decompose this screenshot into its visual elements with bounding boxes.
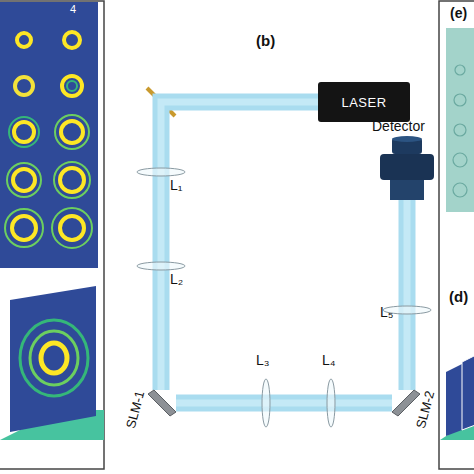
lens bbox=[137, 262, 185, 270]
plane-rings bbox=[20, 320, 88, 396]
beam-core bbox=[176, 400, 392, 407]
laser-source: LASER bbox=[318, 82, 410, 122]
beam-core bbox=[404, 200, 411, 390]
panel-frame bbox=[439, 1, 474, 469]
mode-plane bbox=[462, 354, 474, 430]
lens-label: L₂ bbox=[170, 271, 183, 287]
laser-beam bbox=[399, 200, 416, 390]
lens bbox=[327, 379, 335, 427]
panel-label: (d) bbox=[449, 289, 468, 305]
lens-label: L₅ bbox=[380, 304, 393, 320]
detector-shape bbox=[378, 118, 436, 200]
ring-modes bbox=[5, 32, 92, 248]
device-label: Detector bbox=[372, 118, 425, 134]
slm-plate: SLM-1 bbox=[146, 390, 176, 416]
laser-beam bbox=[161, 102, 318, 390]
device-label: SLM-1 bbox=[123, 389, 147, 430]
lens-label: L₃ bbox=[256, 352, 270, 368]
camera-image bbox=[446, 28, 474, 212]
beam-core bbox=[161, 102, 318, 390]
panel-label: (b) bbox=[256, 33, 275, 49]
panel-label: (e) bbox=[450, 5, 467, 21]
lens-label: L₄ bbox=[322, 352, 336, 368]
lens bbox=[137, 168, 185, 176]
recorded-rings bbox=[453, 65, 467, 197]
panel-frame bbox=[0, 1, 104, 469]
mode-plane bbox=[446, 364, 462, 436]
lens-label: L₁ bbox=[170, 177, 183, 193]
laser-beam bbox=[176, 395, 392, 412]
mode-plane bbox=[10, 286, 96, 432]
slm-plate: SLM-2 bbox=[392, 390, 422, 416]
slm-shape bbox=[146, 390, 176, 416]
mode-grid bbox=[0, 2, 98, 268]
device-label: LASER bbox=[341, 95, 386, 110]
detector: Detector bbox=[378, 118, 436, 200]
mode-index: 4 bbox=[70, 1, 76, 17]
lens bbox=[262, 379, 270, 427]
